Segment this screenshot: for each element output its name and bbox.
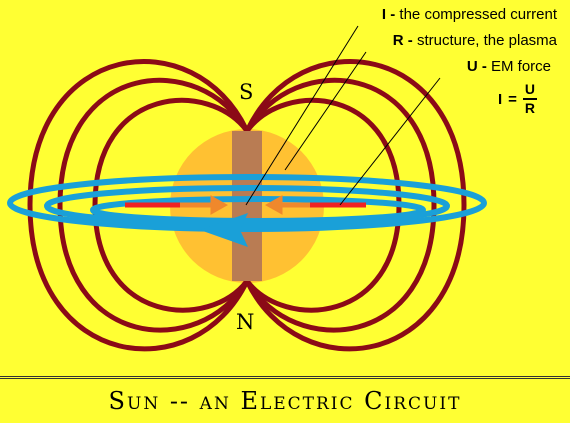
- current-direction-arrowhead: [200, 213, 248, 247]
- plasma-column: [232, 131, 262, 281]
- field-loop-left-outer: [27, 59, 250, 352]
- magnetic-field-lines-left: [27, 59, 250, 352]
- formula-equals: =: [508, 90, 517, 108]
- current-ring-outer: [7, 174, 487, 232]
- formula-denominator: R: [524, 100, 535, 116]
- current-rings: [7, 174, 487, 232]
- south-pole-label: S: [239, 80, 254, 104]
- legend-current-symbol: I -: [381, 6, 396, 23]
- em-arrow-left-head: [210, 195, 229, 215]
- formula-numerator: U: [524, 81, 535, 97]
- legend-em-force: U - EM force: [467, 58, 551, 75]
- field-loop-left-middle: [57, 77, 250, 333]
- legend-plasma-text: structure, the plasma: [416, 32, 557, 49]
- field-loop-right-outer: [244, 59, 467, 352]
- sun-circuit-diagram: [7, 25, 487, 352]
- formula-fraction: U R: [522, 81, 537, 116]
- current-ring-inner: [90, 196, 426, 224]
- north-pole-label: N: [236, 310, 255, 334]
- pointer-em-force: [339, 77, 441, 206]
- legend-plasma: R - structure, the plasma: [393, 32, 557, 49]
- legend-em-force-text: EM force: [490, 58, 551, 75]
- legend-current-text: the compressed current: [399, 6, 557, 23]
- legend-current: I - the compressed current: [382, 6, 557, 23]
- pointer-plasma: [284, 51, 367, 171]
- pointer-current: [245, 25, 359, 206]
- formula-lhs: I: [498, 90, 503, 108]
- current-ring-middle: [44, 185, 450, 227]
- ohms-law-formula: I = U R: [498, 82, 537, 116]
- em-arrow-right-head: [264, 195, 283, 215]
- diagram-title: Sun -- an Electric Circuit: [108, 387, 462, 415]
- legend-em-force-symbol: U -: [466, 58, 487, 75]
- field-loop-left-inner: [92, 97, 250, 313]
- legend-plasma-symbol: R -: [392, 32, 413, 49]
- fraction-bar: [522, 98, 537, 100]
- field-loop-right-middle: [244, 77, 437, 333]
- title-band: Sun -- an Electric Circuit: [0, 376, 570, 423]
- annotation-pointers: [245, 25, 441, 206]
- em-force-arrows: [180, 195, 310, 215]
